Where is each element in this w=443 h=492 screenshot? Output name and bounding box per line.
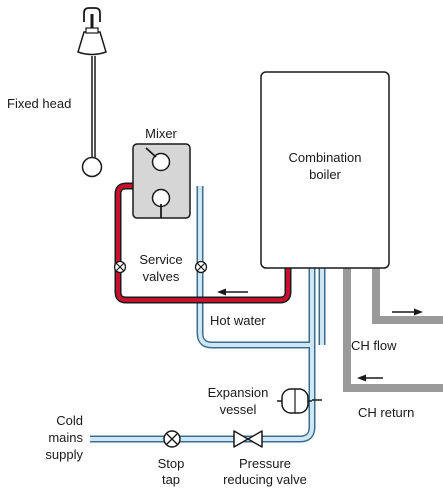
ch-return-arrow-icon — [357, 374, 383, 382]
hot-water-arrow-icon — [217, 288, 248, 296]
stop-tap-label-line1: Stop — [158, 456, 185, 471]
boiler-label-line1: Combination — [289, 150, 362, 165]
ch-return-pipe — [343, 268, 443, 392]
expansion-vessel-label-line1: Expansion — [208, 385, 269, 400]
mixer-control-lower-icon — [151, 188, 171, 208]
hot-water-label: Hot water — [210, 313, 266, 328]
shower-head-icon — [77, 31, 107, 56]
ch-flow-label: CH flow — [351, 338, 397, 353]
combination-boiler — [260, 71, 390, 269]
pressure-reducing-valve-label-line1: Pressure — [239, 456, 291, 471]
service-valves-label-line2: valves — [143, 269, 180, 284]
ch-flow-arrow-icon — [392, 308, 423, 316]
cold-mains-label-line1: Cold — [56, 413, 83, 428]
mixer-label: Mixer — [145, 126, 177, 141]
hot-water-pipe — [114, 182, 292, 304]
riser-rail-end-icon — [81, 156, 103, 178]
fixed-head — [77, 7, 107, 178]
ch-return-label: CH return — [358, 405, 414, 420]
stop-tap-label-line2: tap — [162, 472, 180, 487]
service-valves-label-line1: Service — [139, 252, 182, 267]
cold-mains-label-line3: supply — [45, 447, 83, 462]
expansion-vessel-label-line2: vessel — [220, 402, 257, 417]
boiler-label-line2: boiler — [309, 167, 341, 182]
pressure-reducing-valve — [233, 430, 263, 448]
ch-pipes — [343, 268, 443, 392]
cold-mains-label-line2: mains — [48, 430, 83, 445]
mixer-control-upper-icon — [151, 152, 171, 172]
fixed-head-label: Fixed head — [7, 96, 71, 111]
service-valve-left — [113, 260, 127, 274]
pressure-reducing-valve-label-line2: reducing valve — [223, 472, 307, 487]
cold-water-pipe — [90, 186, 326, 443]
expansion-vessel — [277, 388, 312, 414]
ch-flow-pipe — [372, 268, 443, 324]
service-valve-right — [194, 260, 208, 274]
stop-tap — [163, 430, 181, 448]
